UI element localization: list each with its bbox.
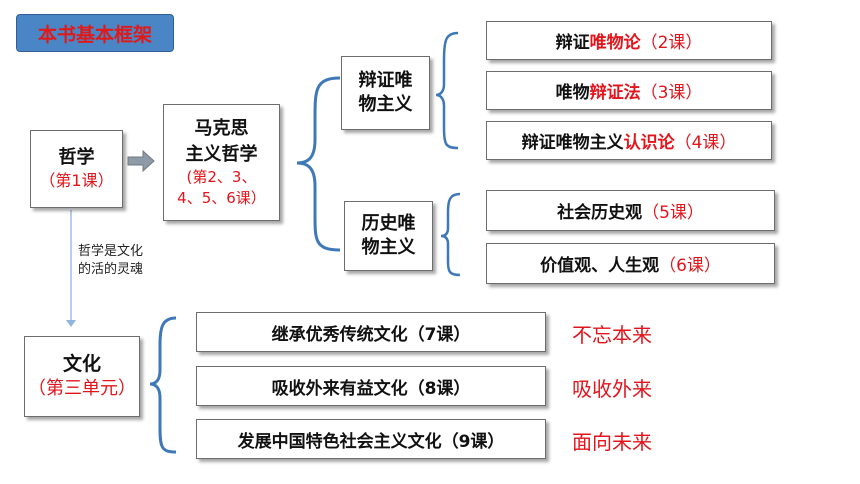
item-text: 唯物 bbox=[555, 83, 590, 103]
historical-line2: 物主义 bbox=[361, 237, 416, 258]
item-lesson: （4课） bbox=[674, 133, 737, 153]
historical-item-2: 价值观、人生观（6课） bbox=[486, 243, 775, 284]
culture-box: 文化 （第三单元） bbox=[24, 336, 140, 417]
brace-marxism bbox=[296, 76, 341, 252]
marxism-line1: 马克思 bbox=[194, 118, 249, 140]
dialectical-line1: 辩证唯 bbox=[358, 69, 413, 91]
brace-dialectical bbox=[435, 31, 459, 150]
framework-title-text: 本书基本框架 bbox=[37, 23, 152, 46]
right-block-arrow bbox=[127, 149, 155, 173]
marxism-lessons2: 4、5、6课） bbox=[177, 188, 266, 207]
philosophy-lesson: （第1课） bbox=[39, 171, 114, 191]
link-note-line1: 哲学是文化 bbox=[78, 244, 144, 259]
culture-item-2: 吸收外来有益文化（8课） bbox=[196, 366, 546, 406]
culture-note-3: 面向未来 bbox=[572, 430, 652, 454]
culture-note-2: 吸收外来 bbox=[572, 377, 652, 401]
item-lesson: （5课） bbox=[642, 203, 704, 223]
historical-line1: 历史唯 bbox=[361, 212, 416, 234]
item-text: 继承优秀传统文化（7课） bbox=[271, 324, 471, 345]
item-text: 辩证 bbox=[555, 33, 590, 53]
culture-item-3: 发展中国特色社会主义文化（9课） bbox=[196, 419, 546, 459]
dialectical-item-2: 唯物辩证法（3课） bbox=[486, 71, 772, 110]
item-highlight: 认识论 bbox=[623, 133, 675, 153]
historical-box: 历史唯 物主义 bbox=[344, 201, 433, 271]
philosophy-title: 哲学 bbox=[58, 147, 95, 169]
item-highlight: 辩证法 bbox=[589, 83, 641, 103]
item-text: 价值观、人生观 bbox=[540, 256, 660, 276]
item-text: 辩证唯物主义 bbox=[521, 133, 624, 153]
marxism-line2: 主义哲学 bbox=[185, 143, 258, 165]
item-lesson: （6课） bbox=[659, 256, 721, 276]
item-text: 发展中国特色社会主义文化（9课） bbox=[237, 431, 505, 452]
dialectical-box: 辩证唯 物主义 bbox=[341, 56, 430, 130]
item-lesson: （3课） bbox=[640, 83, 703, 103]
marxism-box: 马克思 主义哲学 (第2、3、 4、5、6课） bbox=[163, 104, 280, 221]
culture-title: 文化 bbox=[62, 352, 101, 375]
dialectical-line2: 物主义 bbox=[358, 94, 413, 115]
marxism-lessons1: (第2、3、 bbox=[186, 167, 257, 186]
culture-unit: （第三单元） bbox=[28, 378, 136, 400]
dialectical-item-1: 辩证唯物论（2课） bbox=[486, 21, 772, 60]
item-lesson: （2课） bbox=[640, 33, 703, 53]
philosophy-box: 哲学 （第1课） bbox=[30, 130, 123, 208]
link-note-line2: 的活的灵魂 bbox=[78, 261, 144, 277]
framework-title-tag: 本书基本框架 bbox=[16, 14, 174, 52]
brace-culture bbox=[149, 316, 177, 454]
item-text: 吸收外来有益文化（8课） bbox=[271, 378, 471, 399]
culture-note-1: 不忘本来 bbox=[572, 323, 652, 347]
culture-item-1: 继承优秀传统文化（7课） bbox=[196, 312, 546, 352]
dialectical-item-3: 辩证唯物主义认识论（4课） bbox=[486, 121, 772, 160]
item-text: 社会历史观 bbox=[557, 203, 643, 223]
historical-item-1: 社会历史观（5课） bbox=[486, 190, 775, 231]
item-highlight: 唯物论 bbox=[589, 33, 641, 53]
brace-historical bbox=[440, 192, 461, 277]
down-arrowhead bbox=[66, 320, 76, 327]
link-note: 哲学是文化 的活的灵魂 bbox=[78, 243, 143, 278]
